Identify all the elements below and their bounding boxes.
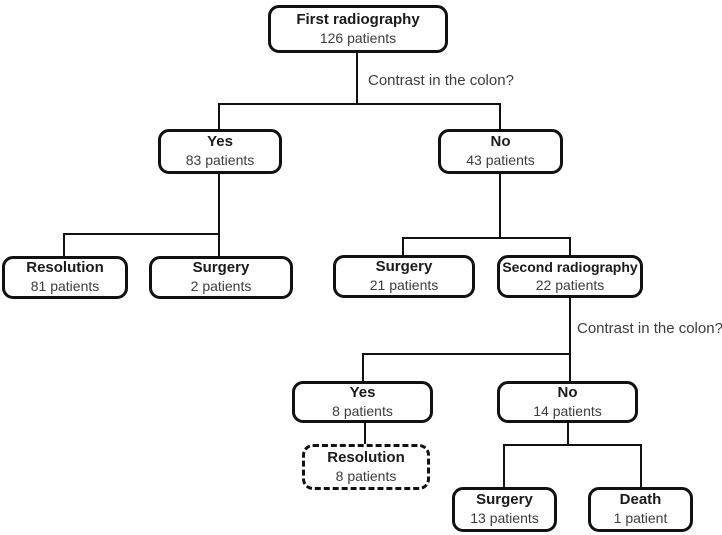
- connector-no43-split: [402, 237, 571, 239]
- node-count: 21 patients: [369, 277, 439, 294]
- node-title: Second radiography: [502, 259, 638, 275]
- connector-no14-stem: [567, 423, 569, 446]
- node-title: First radiography: [296, 10, 420, 28]
- node-count: 8 patients: [332, 402, 393, 419]
- node-yes-8: Yes 8 patients: [292, 381, 433, 423]
- node-count: 14 patients: [533, 402, 602, 419]
- node-count: 13 patients: [470, 510, 539, 527]
- node-title: Yes: [207, 133, 233, 151]
- connector-yes83-stem: [218, 173, 220, 257]
- node-title: No: [557, 383, 578, 401]
- connector-to-death1: [640, 444, 642, 488]
- node-surgery-2: Surgery 2 patients: [149, 256, 293, 299]
- node-count: 8 patients: [335, 467, 397, 484]
- connector-root-stem: [356, 53, 358, 105]
- node-no-14: No 14 patients: [497, 381, 638, 423]
- node-resolution-81: Resolution 81 patients: [2, 256, 128, 299]
- node-title: Surgery: [192, 259, 250, 277]
- node-title: Surgery: [476, 491, 533, 509]
- node-title: Surgery: [375, 258, 433, 276]
- node-second-radiography: Second radiography 22 patients: [497, 255, 643, 298]
- node-yes-83: Yes 83 patients: [158, 129, 282, 174]
- node-title: Resolution: [26, 259, 104, 277]
- node-title: No: [490, 133, 511, 151]
- node-resolution-8: Resolution 8 patients: [302, 444, 430, 490]
- connector-second-radiography-stem: [569, 298, 571, 382]
- node-count: 1 patient: [613, 510, 668, 527]
- connector-to-resolution81: [63, 233, 65, 257]
- node-surgery-13: Surgery 13 patients: [452, 487, 557, 532]
- node-count: 83 patients: [185, 152, 255, 169]
- node-count: 22 patients: [535, 276, 605, 293]
- node-title: Resolution: [327, 448, 405, 466]
- node-count: 126 patients: [319, 29, 397, 46]
- node-count: 81 patients: [30, 278, 100, 295]
- question-label-first: Contrast in the colon?: [368, 72, 514, 89]
- connector-to-yes83: [218, 103, 220, 129]
- node-title: Yes: [349, 383, 376, 401]
- connector-level4-split: [362, 353, 571, 355]
- connector-no14-split: [503, 444, 642, 446]
- connector-to-no43: [499, 103, 501, 129]
- node-count: 43 patients: [466, 152, 535, 169]
- connector-to-surgery13: [503, 444, 505, 488]
- connector-yes8-to-resolution8: [364, 423, 366, 445]
- node-death-1: Death 1 patient: [588, 487, 693, 532]
- node-count: 2 patients: [190, 278, 252, 295]
- connector-to-yes8: [362, 353, 364, 382]
- node-surgery-21: Surgery 21 patients: [333, 255, 475, 298]
- node-first-radiography: First radiography 126 patients: [268, 5, 448, 53]
- node-title: Death: [619, 491, 662, 509]
- connector-level1-split: [218, 103, 501, 105]
- node-no-43: No 43 patients: [438, 129, 563, 174]
- connector-to-second-radiography: [569, 237, 571, 255]
- connector-yes83-split: [63, 233, 220, 235]
- connector-no43-stem: [499, 173, 501, 239]
- question-label-second: Contrast in the colon?: [577, 320, 722, 337]
- connector-to-surgery21: [402, 237, 404, 255]
